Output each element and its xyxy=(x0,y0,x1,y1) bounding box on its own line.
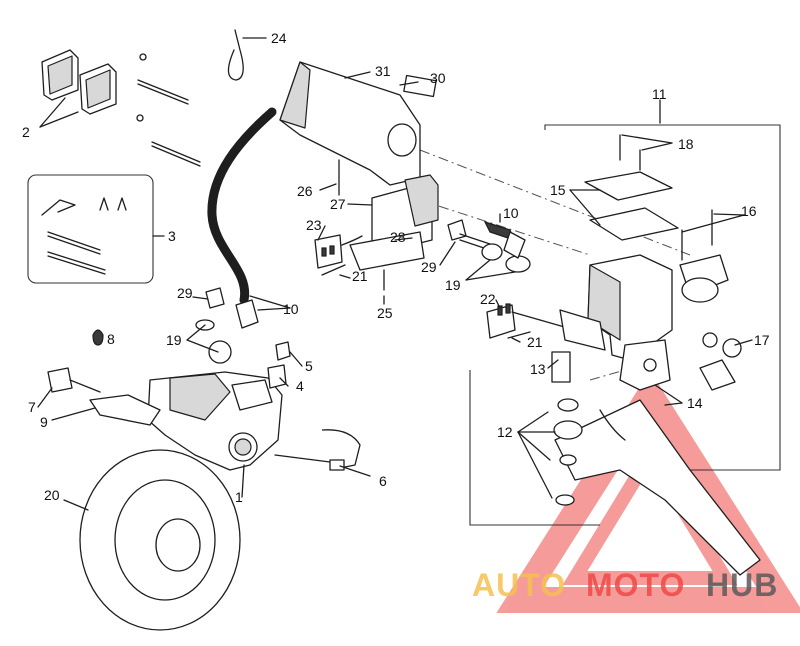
brake-light-switch-22 xyxy=(486,303,576,339)
label-2: 2 xyxy=(22,124,30,140)
banjo-bolt-upper xyxy=(447,219,531,273)
label-23: 23 xyxy=(306,217,322,233)
label-13: 13 xyxy=(530,361,546,377)
brake-light-switch-23 xyxy=(314,234,363,276)
watermark-text: AUTO MOTO HUB xyxy=(472,567,778,603)
label-8: 8 xyxy=(107,331,115,347)
axis-line-2 xyxy=(419,199,591,256)
watermark-moto: MOTO xyxy=(586,567,685,603)
label-15: 15 xyxy=(550,182,566,198)
label-29-lower: 29 xyxy=(177,285,193,301)
label-31: 31 xyxy=(375,63,391,79)
label-28: 28 xyxy=(390,229,406,245)
label-17: 17 xyxy=(754,332,770,348)
brake-hose xyxy=(207,107,277,305)
label-20: 20 xyxy=(44,487,60,503)
brake-disc xyxy=(79,449,241,631)
label-1: 1 xyxy=(235,489,243,505)
label-21-right: 21 xyxy=(527,334,543,350)
kit-box-3 xyxy=(27,174,154,284)
label-5: 5 xyxy=(305,358,313,374)
axis-line-1 xyxy=(419,149,691,256)
watermark-auto: AUTO xyxy=(472,567,566,603)
label-10-upper: 10 xyxy=(503,205,519,221)
label-27: 27 xyxy=(330,196,346,212)
watermark-hub: HUB xyxy=(706,567,778,603)
caliper-assembly xyxy=(47,287,361,471)
switch-bracket xyxy=(338,159,439,291)
master-cylinder-frame xyxy=(544,124,781,471)
label-9: 9 xyxy=(40,414,48,430)
master-cylinder xyxy=(551,134,742,391)
lever-frame xyxy=(469,370,600,526)
label-22: 22 xyxy=(480,291,496,307)
label-10-lower: 10 xyxy=(283,301,299,317)
label-21-left: 21 xyxy=(352,268,368,284)
label-16: 16 xyxy=(741,203,757,219)
label-19-lower: 19 xyxy=(166,332,182,348)
label-12: 12 xyxy=(497,424,513,440)
pin-kit xyxy=(41,197,127,275)
callout-labels: 1 2 3 4 5 6 7 8 9 10 10 11 12 13 14 15 1… xyxy=(22,30,770,505)
label-18: 18 xyxy=(678,136,694,152)
brake-lever xyxy=(553,398,761,576)
hose-fitting xyxy=(235,299,259,329)
label-30: 30 xyxy=(430,70,446,86)
leader-lines xyxy=(37,37,753,511)
reservoir-cover xyxy=(279,61,437,186)
label-7: 7 xyxy=(28,399,36,415)
label-14: 14 xyxy=(687,395,703,411)
label-29-upper: 29 xyxy=(421,259,437,275)
label-4: 4 xyxy=(296,378,304,394)
label-24: 24 xyxy=(271,30,287,46)
label-19-upper: 19 xyxy=(445,277,461,293)
label-26: 26 xyxy=(297,183,313,199)
strap-24 xyxy=(227,29,244,81)
axis-line-3 xyxy=(589,369,626,381)
label-11: 11 xyxy=(652,86,667,102)
label-6: 6 xyxy=(379,473,387,489)
brake-pads xyxy=(41,49,117,115)
label-3: 3 xyxy=(168,228,176,244)
label-25: 25 xyxy=(377,305,393,321)
pad-pins xyxy=(136,53,201,167)
